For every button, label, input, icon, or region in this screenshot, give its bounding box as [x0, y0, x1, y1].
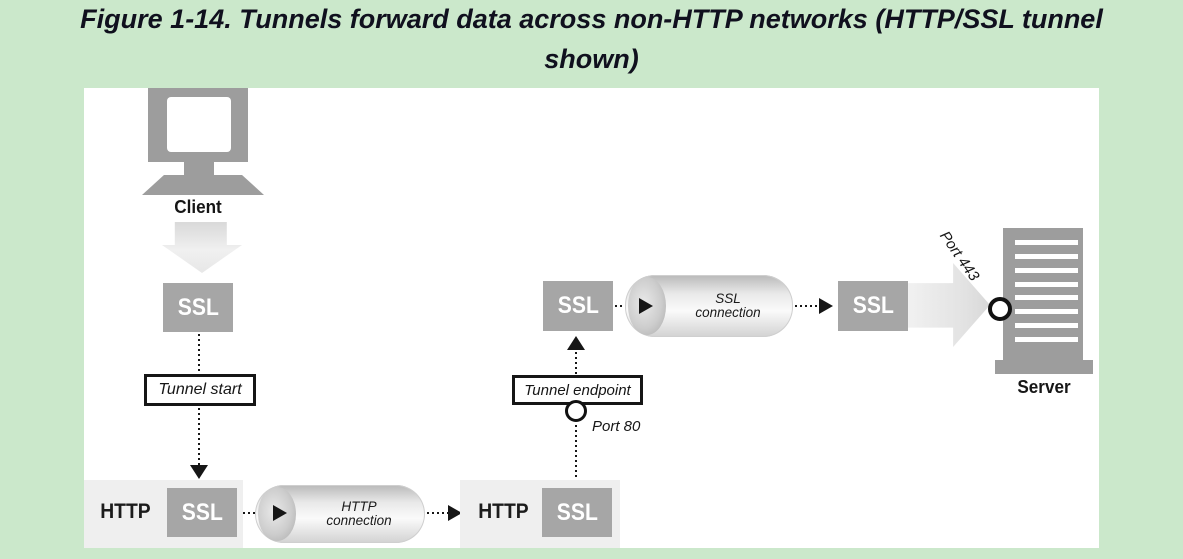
- port-443-circle: [988, 297, 1012, 321]
- port-80-label: Port 80: [592, 418, 641, 435]
- ssl-layer-client-label: SSL: [177, 293, 219, 321]
- ssl-box-gateway-stack-label: SSL: [556, 498, 598, 526]
- client-flow-arrow-icon: [162, 222, 242, 273]
- arrowhead-right-icon: [819, 298, 833, 314]
- arrowhead-down-icon: [190, 465, 208, 479]
- ssl-box-gateway-stack: SSL: [542, 488, 612, 537]
- http-label-gateway: HTTP: [478, 500, 529, 523]
- diagram-canvas: Client SSL Tunnel start HTTP SSL HTTP: [84, 88, 1099, 548]
- ssl-layer-server-label: SSL: [852, 292, 894, 319]
- ssl-connection-pipe: SSL connection: [625, 275, 793, 337]
- server-slat: [1015, 253, 1078, 259]
- server-slat: [1015, 267, 1078, 273]
- ssl-connection-label: SSL connection: [695, 291, 761, 320]
- http-label-client: HTTP: [100, 500, 151, 523]
- dotted-line-endpoint-to-ssl: [575, 352, 577, 375]
- dotted-line-tunnel-start-to-http: [198, 408, 200, 465]
- server-label: Server: [1017, 377, 1071, 397]
- server-slat: [1015, 336, 1078, 342]
- tunnel-start-label: Tunnel start: [158, 381, 242, 398]
- dotted-line-from-ssl-pipe: [795, 305, 819, 307]
- client-label: Client: [174, 197, 222, 217]
- arrowhead-up-icon: [567, 336, 585, 350]
- ssl-layer-gateway: SSL: [543, 281, 613, 331]
- server-slat: [1015, 295, 1078, 301]
- figure-caption-line1: Figure 1-14. Tunnels forward data across…: [80, 4, 1103, 34]
- server-slat: [1015, 323, 1078, 329]
- http-connection-pipe: HTTP connection: [255, 485, 425, 543]
- client-keyboard-base: [142, 175, 264, 195]
- http-connection-label: HTTP connection: [326, 499, 392, 528]
- client-monitor-stand: [184, 162, 214, 175]
- server-slat: [1015, 281, 1078, 287]
- arrowhead-right-icon: [639, 298, 653, 314]
- server-icon: [1003, 228, 1083, 360]
- arrowhead-right-icon: [448, 505, 462, 521]
- ssl-layer-gateway-label: SSL: [557, 292, 599, 319]
- dotted-line-from-http-pipe: [427, 512, 449, 514]
- dotted-line-gateway-to-endpoint: [575, 425, 577, 480]
- ssl-box-client-stack: SSL: [167, 488, 237, 537]
- ssl-layer-server: SSL: [838, 281, 908, 331]
- tunnel-endpoint-label: Tunnel endpoint: [524, 381, 631, 399]
- figure-caption-line2: shown): [544, 44, 639, 74]
- server-slat: [1015, 309, 1078, 315]
- server-slats: [1015, 240, 1078, 342]
- ssl-layer-client: SSL: [163, 283, 233, 332]
- arrowhead-right-icon: [273, 505, 287, 521]
- dotted-line-client-to-tunnel-start: [198, 334, 200, 374]
- port-80-circle: [565, 400, 587, 422]
- tunnel-start-box: Tunnel start: [144, 374, 256, 406]
- ssl-box-client-stack-label: SSL: [181, 498, 223, 526]
- server-base: [995, 360, 1093, 374]
- client-monitor-screen: [167, 97, 231, 152]
- server-slat: [1015, 240, 1078, 245]
